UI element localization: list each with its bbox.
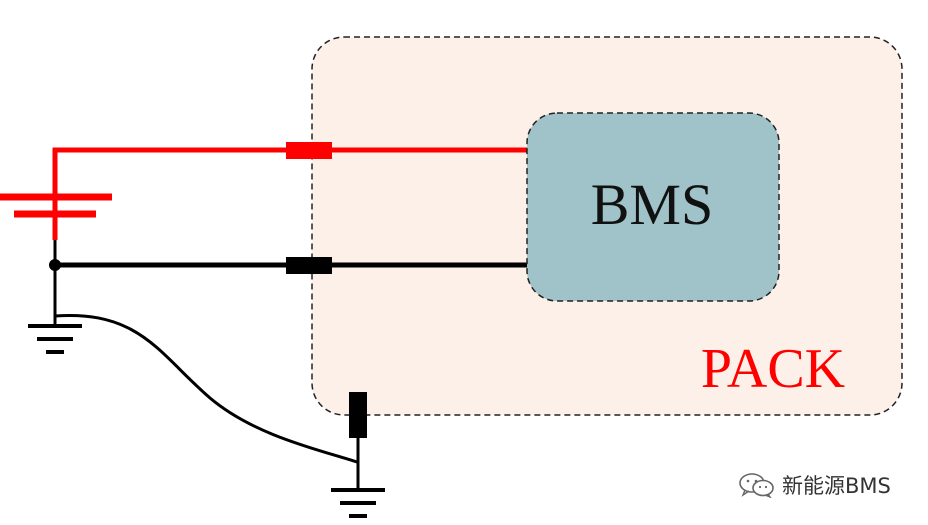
pack-label: PACK [701, 338, 845, 400]
chassis-ground-wire [54, 313, 358, 464]
junction-node [49, 259, 61, 271]
bms-label: BMS [591, 172, 714, 237]
watermark: 新能源BMS [738, 472, 891, 498]
watermark-text: 新能源BMS [782, 474, 891, 498]
chassis-connector [349, 392, 367, 438]
ground-symbol-left [28, 324, 82, 354]
negative-connector [286, 257, 332, 274]
wechat-icon [739, 473, 774, 498]
ground-symbol-bottom [331, 488, 385, 518]
bms-block [526, 112, 780, 302]
positive-connector [286, 142, 332, 159]
positive-wire [52, 147, 527, 240]
